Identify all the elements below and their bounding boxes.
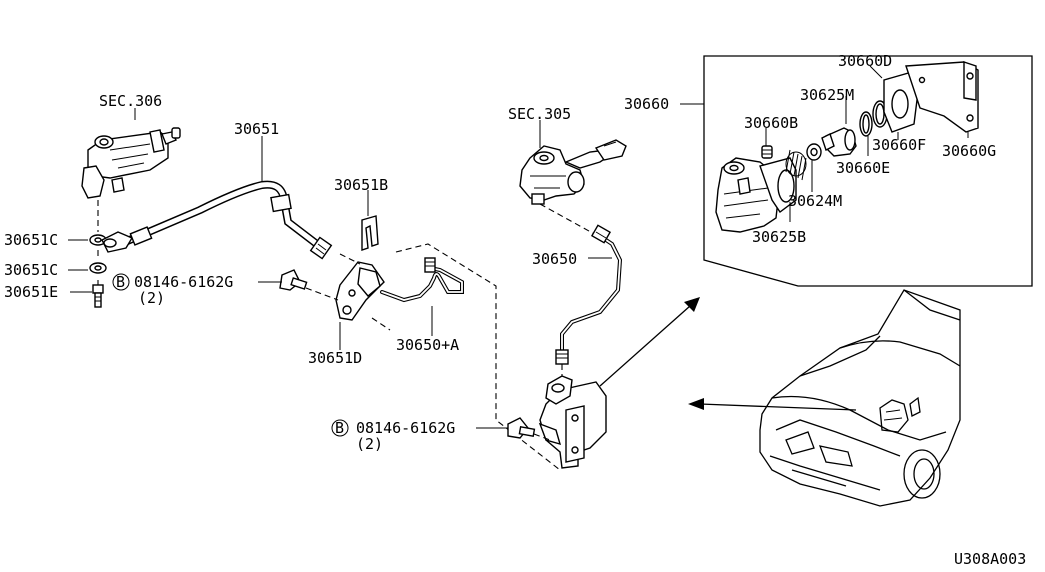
label-30624m: 30624M — [788, 192, 842, 210]
label-30625m: 30625M — [800, 86, 854, 104]
detail-cylinder-body — [715, 157, 797, 233]
label-30651: 30651 — [234, 120, 279, 138]
label-sec306: SEC.306 — [99, 92, 162, 110]
washer-30651c-lower — [89, 262, 107, 274]
tube-30650-illustration — [555, 224, 623, 376]
bolt-1-illustration — [279, 269, 339, 301]
label-30660d: 30660D — [838, 52, 892, 70]
bolt-marker-2-letter: B — [335, 419, 344, 437]
detail-piston-30625m — [821, 127, 857, 157]
label-30651c-upper: 30651C — [4, 231, 58, 249]
bolt-marker-1-letter: B — [116, 273, 125, 291]
arrow-to-detail — [599, 297, 700, 387]
label-30625b: 30625B — [752, 228, 806, 246]
detail-seal-30624m — [806, 143, 822, 161]
label-bolt-2-part-number: 08146-6162G — [356, 419, 455, 437]
bracket-30651d-illustration — [335, 261, 385, 321]
diagram-id: U308A003 — [954, 550, 1026, 568]
vehicle-location-illustration — [759, 289, 961, 507]
clip-30651b-illustration — [361, 215, 379, 251]
bolt-2-illustration — [507, 417, 551, 441]
label-30651d: 30651D — [308, 349, 362, 367]
slave-cylinder-illustration — [81, 127, 181, 288]
dashed-guide-1 — [339, 253, 361, 265]
arrow-to-vehicle — [688, 398, 857, 411]
detail-fitting-30660b — [761, 145, 773, 159]
detail-spring-30625b — [785, 149, 807, 181]
label-30660g: 30660G — [942, 142, 996, 160]
tube-30650a-illustration — [380, 257, 464, 303]
label-30651e: 30651E — [4, 283, 58, 301]
label-30660e: 30660E — [836, 159, 890, 177]
label-30651c-lower: 30651C — [4, 261, 58, 279]
bolt-marker-2: B — [331, 419, 349, 437]
label-30651b: 30651B — [334, 176, 388, 194]
eye-bolt-30651e — [92, 284, 104, 308]
master-cylinder-sec305-illustration — [519, 139, 627, 237]
label-30660b: 30660B — [744, 114, 798, 132]
detail-oring-30660e — [859, 111, 873, 137]
label-30650: 30650 — [532, 250, 577, 268]
label-30660: 30660 — [624, 95, 669, 113]
label-30650a: 30650+A — [396, 336, 459, 354]
label-sec305: SEC.305 — [508, 105, 571, 123]
label-bolt-1-part-number: 08146-6162G — [134, 273, 233, 291]
label-30660f: 30660F — [872, 136, 926, 154]
detail-box-30660 — [703, 55, 1033, 287]
damper-bracket-illustration — [538, 375, 607, 469]
bolt-marker-1: B — [112, 273, 130, 291]
hose-30651-illustration — [101, 180, 333, 260]
detail-bracket-30660g — [905, 61, 979, 133]
label-bolt-2-quantity: (2) — [356, 435, 383, 453]
leader-lines — [68, 65, 969, 429]
label-bolt-1-quantity: (2) — [138, 289, 165, 307]
dashed-guide-3 — [371, 317, 391, 331]
